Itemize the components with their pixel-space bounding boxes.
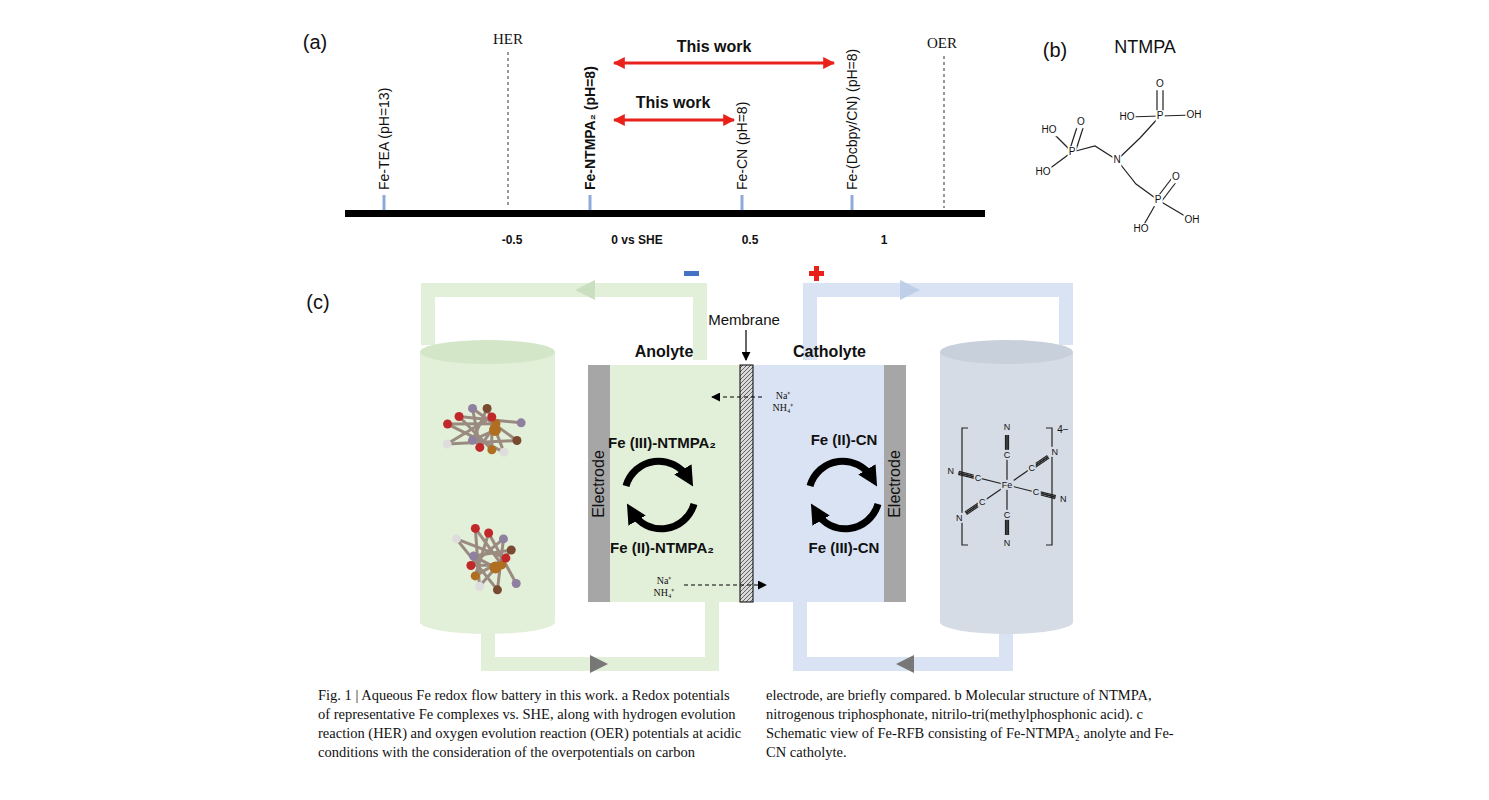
- text-label: HO: [1119, 111, 1136, 123]
- text-label: P: [1156, 110, 1165, 122]
- text-label: (b): [1043, 39, 1067, 62]
- text-label: HO: [1035, 166, 1052, 178]
- text-label: P: [1154, 194, 1163, 206]
- text-label: C: [1003, 510, 1012, 520]
- text-label: O: [1155, 78, 1165, 90]
- potential-label: Fe-TEA (pH=13): [376, 88, 392, 190]
- chamber-heading: Catholyte: [793, 343, 866, 361]
- range-arrow: [614, 119, 734, 122]
- cell-chamber: CatholyteElectrode: [753, 365, 906, 602]
- text-label: C: [978, 497, 987, 507]
- electrode-plate: [588, 365, 610, 602]
- catholyte-cell: [753, 365, 906, 602]
- potential-ticks: [384, 195, 852, 210]
- text-label: NTMPA: [1114, 37, 1176, 58]
- text-label: 1: [881, 234, 888, 248]
- potential-label: Fe-NTMPA₂ (pH=8): [582, 66, 598, 190]
- text-label: OH: [1186, 109, 1203, 121]
- cell-chamber: AnolyteElectrode: [588, 365, 740, 602]
- electrode: Electrode: [884, 365, 906, 602]
- text-label: 0.5: [742, 234, 759, 248]
- fe-ntmpa-model: [443, 404, 526, 594]
- text-label: C: [1032, 487, 1041, 497]
- text-label: Fe (II)-CN: [811, 431, 878, 448]
- electrode: Electrode: [588, 365, 610, 602]
- text-label: C: [1027, 463, 1036, 473]
- oer-line: [944, 56, 945, 208]
- text-label: Na⁺ NH₄⁺: [649, 575, 679, 598]
- text-label: OH: [1184, 214, 1201, 226]
- flow-arrow: [575, 280, 595, 300]
- chamber-heading: Anolyte: [635, 343, 694, 361]
- text-label: Fe (III)-NTMPA₂: [608, 434, 716, 451]
- her-line: [508, 52, 509, 208]
- text-label: This work: [636, 94, 711, 112]
- text-label: This work: [677, 38, 752, 56]
- text-label: N: [955, 513, 964, 523]
- text-label: N: [946, 466, 955, 476]
- positive-sign: [809, 266, 824, 281]
- ferrocyanide-structure: [958, 428, 1056, 545]
- potential-label: Fe-CN (pH=8): [734, 102, 750, 190]
- anolyte-cell: [588, 365, 740, 602]
- negative-sign: [684, 271, 699, 276]
- text-label: (a): [303, 31, 327, 54]
- text-label: Na⁺ NH₄⁺: [768, 390, 798, 413]
- text-label: Fe (II)-NTMPA₂: [610, 539, 714, 556]
- text-label: O: [1171, 171, 1181, 183]
- potential-label: Fe-(Dcbpy/CN) (pH=8): [844, 49, 860, 190]
- electrode-plate: [884, 365, 906, 602]
- flow-arrow: [896, 655, 914, 673]
- flow-arrow: [590, 655, 608, 673]
- text-label: N: [1003, 538, 1012, 548]
- leader-line: [745, 330, 746, 360]
- electrode-label: Electrode: [590, 450, 608, 518]
- ion-arrow: [712, 397, 762, 398]
- ntmpa-bonds: [1045, 86, 1193, 228]
- catholyte-tank: [940, 340, 1073, 634]
- figure-caption: Fig. 1 | Aqueous Fe redox flow battery i…: [318, 686, 1190, 761]
- text-label: Membrane: [708, 311, 780, 328]
- text-label: C: [1003, 450, 1012, 460]
- text-label: OER: [927, 35, 957, 52]
- text-label: N: [1051, 447, 1060, 457]
- range-arrow: [614, 62, 834, 65]
- text-label: HO: [1041, 124, 1058, 136]
- text-label: -0.5: [502, 234, 523, 248]
- anolyte-tank: [420, 340, 555, 634]
- text-label: P: [1068, 146, 1077, 158]
- text-label: 4−: [1057, 424, 1068, 436]
- text-label: HER: [493, 31, 523, 48]
- text-label: (c): [306, 291, 329, 314]
- text-label: N: [1059, 494, 1068, 504]
- text-label: N: [1003, 422, 1012, 432]
- membrane: [740, 365, 753, 602]
- text-label: O: [1076, 116, 1086, 128]
- redox-cycle-arrows: [626, 461, 878, 528]
- text-label: C: [974, 473, 983, 483]
- flow-arrow: [900, 280, 920, 300]
- text-label: N: [1112, 154, 1121, 166]
- text-label: 0 vs SHE: [611, 234, 662, 248]
- text-label: Fe: [1001, 480, 1014, 490]
- text-label: HO: [1133, 223, 1150, 235]
- electrode-label: Electrode: [886, 450, 904, 518]
- text-label: Fe (III)-CN: [809, 539, 880, 556]
- potential-axis: [345, 210, 985, 217]
- ion-arrow: [684, 585, 766, 586]
